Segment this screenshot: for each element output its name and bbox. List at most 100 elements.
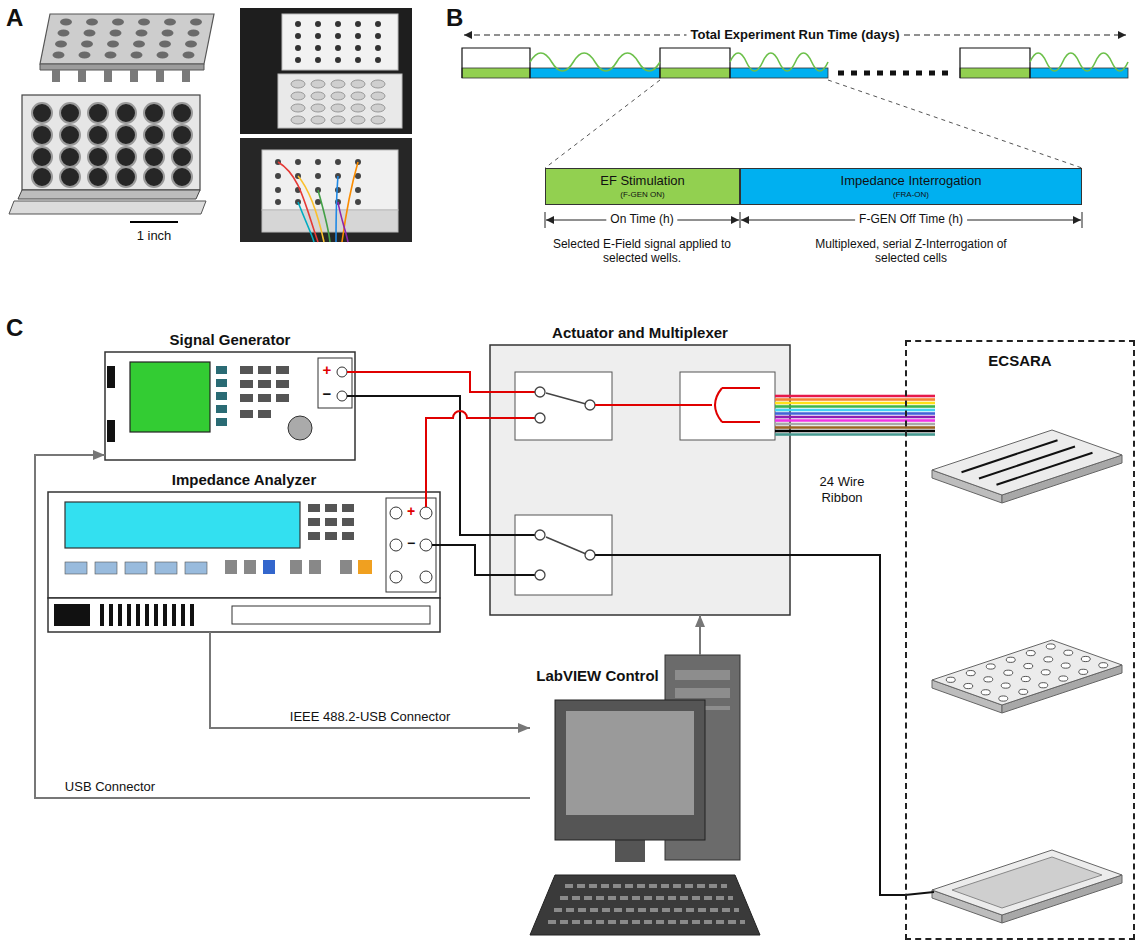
actuator-drawing [490,391,535,393]
plate-render [32,103,192,187]
terminal-sign: + [407,503,415,520]
note-text: Selected E-Field signal applied to selec… [542,237,742,266]
plate-render [40,64,204,70]
wired-device-photo [275,173,361,179]
actuator-drawing [546,537,586,554]
panel-letter: C [6,314,23,343]
black-wire [355,396,490,535]
impedance-analyzer-drawing [54,604,90,626]
scale-label: 1 inch [137,228,172,244]
actuator-multiplexer: Actuator and Multiplexer [490,345,790,615]
signal-generator: Signal Generator [105,352,355,460]
impedance-analyzer-drawing [118,604,122,626]
signal-generator-drawing [240,380,253,388]
wired-device-photo [262,150,398,210]
impedance-analyzer-drawing [127,604,131,626]
computer-drawing [548,886,745,922]
wired-device-photo [275,159,361,165]
device-photo [282,14,398,70]
impedance-analyzer-drawing [244,560,256,574]
plate-render [58,30,200,37]
panel-letter: A [6,4,23,33]
node-title: Actuator and Multiplexer [552,324,728,341]
axis-label: Total Experiment Run Time (days) [686,27,903,43]
plate-render [22,95,200,190]
terminal-sign: + [323,361,332,379]
impedance-analyzer-drawing [225,560,237,574]
impedance-analyzer-drawing [432,544,440,546]
ribbon-wire [790,430,905,433]
node-title: EF Stimulation [600,174,685,189]
stimulation-phase-box: EF Stimulation(F-GEN ON) [545,168,740,205]
computer-drawing [530,655,760,935]
signal-generator-drawing [347,395,355,397]
device-photo [295,45,381,51]
black-wire [440,545,490,575]
plate-render [182,70,190,82]
wired-device-photo [298,202,314,242]
zoom-lines [545,80,1082,168]
device-photo [291,92,385,100]
zoom-lines [828,80,1082,168]
ecsara-plates [981,656,1090,695]
plate-render [9,14,214,214]
signal-generator-drawing [105,352,355,460]
signal-generator-drawing [107,420,115,442]
impedance-analyzer-drawing [308,518,320,526]
ribbon-wire [790,412,905,415]
computer-drawing [675,688,730,698]
actuator-drawing [490,534,535,536]
impedance-analyzer-drawing [342,532,354,540]
device-photo [295,21,381,27]
timeline [660,68,730,78]
plate-render [32,147,192,167]
signal-generator-drawing [107,366,115,388]
scale-bar [130,222,178,223]
impedance-analyzer-drawing [386,498,436,592]
signal-generator-drawing [337,367,347,377]
connector-label: IEEE 488.2-USB Connector [287,709,453,725]
ribbon-wire [790,423,905,426]
signal-generator-drawing [240,410,253,418]
timeline [838,71,955,76]
timeline [462,48,1128,78]
signal-generator-drawing [240,394,253,402]
impedance-analyzer-drawing [325,532,337,540]
device-photo [295,57,381,63]
device-photo [278,74,402,128]
impedance-analyzer-drawing [420,571,432,583]
wired-device-photo [336,176,338,242]
ribbon-wire [790,398,905,401]
impedance-analyzer-drawing [100,604,104,626]
timeline [660,48,730,78]
timeline [462,48,530,78]
ecsara-plates [946,644,1055,683]
zoom-lines [545,80,660,168]
signal-generator-drawing [216,366,227,374]
timeline [730,68,828,78]
impedance-analyzer-drawing [190,604,194,626]
signal-generator-drawing [240,366,289,418]
impedance-analyzer-drawing [358,560,372,574]
node-subtitle: (F-GEN ON) [620,190,664,199]
timeline [960,48,1030,78]
plate-render [53,52,195,59]
impedance-analyzer-drawing [109,604,113,626]
ribbon-wire [790,409,905,412]
signal-generator-drawing [216,418,227,426]
ecsara-plates [999,663,1108,702]
signal-generator-drawing [130,362,210,432]
actuator-drawing [535,570,545,580]
actuator-drawing [595,404,680,406]
device-photo [240,8,412,134]
impedance-analyzer-drawing [225,560,352,574]
impedance-analyzer-drawing [163,604,167,626]
ecsara-plates [905,396,1122,923]
ecsara-plates [905,892,934,895]
ribbon-wire [790,402,905,405]
wired-device-photo [298,176,324,242]
ribbon-wire [790,416,905,419]
timeline [462,68,530,78]
